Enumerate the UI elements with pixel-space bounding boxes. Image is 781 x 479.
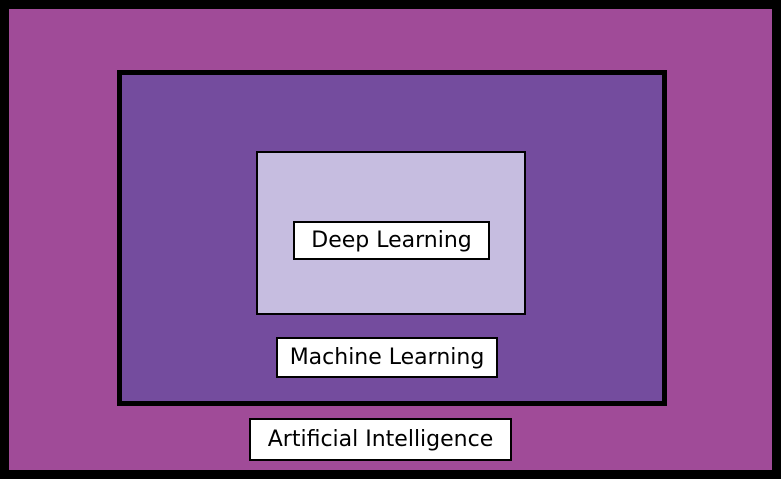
machine-learning-label: Machine Learning: [276, 337, 498, 378]
deep-learning-label: Deep Learning: [293, 221, 490, 260]
artificial-intelligence-label: Artificial Intelligence: [249, 418, 512, 461]
